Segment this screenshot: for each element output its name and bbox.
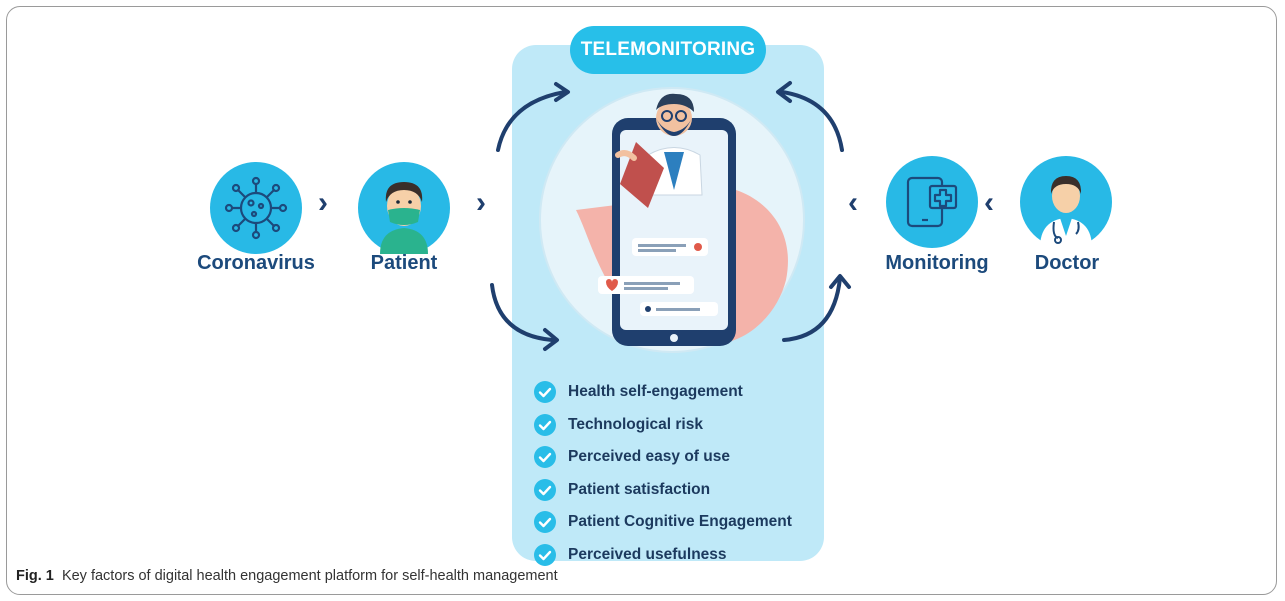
coronavirus-node xyxy=(210,162,302,254)
arrow-bottom-left xyxy=(490,283,554,342)
factor-label: Technological risk xyxy=(568,415,703,433)
doctor-node xyxy=(1020,156,1112,248)
factor-label: Perceived easy of use xyxy=(568,448,730,466)
caption-text: Key factors of digital health engagement… xyxy=(61,568,558,584)
chevron-right-icon: › xyxy=(318,186,328,219)
chevron-left-icon: ‹ xyxy=(848,186,858,219)
check-icon xyxy=(534,478,556,501)
factors-list: Health self-engagement Technological ris… xyxy=(530,376,830,571)
check-icon xyxy=(534,381,556,404)
phone-illustration xyxy=(539,87,805,353)
check-icon xyxy=(534,511,556,534)
factor-item: Health self-engagement xyxy=(530,376,830,409)
factor-item: Patient Cognitive Engagement xyxy=(530,506,830,539)
coronavirus-label: Coronavirus xyxy=(197,252,315,274)
figure-frame xyxy=(6,6,1277,595)
patient-label: Patient xyxy=(370,252,438,274)
figure-caption: Fig. 1 Key factors of digital health eng… xyxy=(16,568,558,584)
coronavirus-icon xyxy=(224,176,288,240)
arrow-top-right xyxy=(780,90,844,152)
check-icon xyxy=(534,446,556,469)
tablet-medical-icon xyxy=(906,176,958,228)
patient-node xyxy=(358,162,450,254)
monitoring-node xyxy=(886,156,978,248)
check-icon xyxy=(534,413,556,436)
factor-label: Patient satisfaction xyxy=(568,480,711,498)
caption-label: Fig. 1 xyxy=(16,568,54,584)
factor-label: Perceived usefulness xyxy=(568,545,727,563)
factor-label: Health self-engagement xyxy=(568,383,743,401)
factor-item: Perceived usefulness xyxy=(530,539,830,572)
chevron-left-icon: ‹ xyxy=(984,186,994,219)
telemonitoring-title: TELEMONITORING xyxy=(570,26,766,74)
monitoring-label: Monitoring xyxy=(885,252,989,274)
factor-item: Technological risk xyxy=(530,409,830,442)
factor-label: Patient Cognitive Engagement xyxy=(568,513,792,531)
check-icon xyxy=(534,543,556,566)
doctor-icon xyxy=(1040,176,1092,248)
chevron-right-icon: › xyxy=(476,186,486,219)
factor-item: Patient satisfaction xyxy=(530,474,830,507)
arrow-top-left xyxy=(496,90,567,152)
arrow-bottom-right xyxy=(782,276,842,342)
doctor-label: Doctor xyxy=(1034,252,1100,274)
factor-item: Perceived easy of use xyxy=(530,441,830,474)
masked-patient-icon xyxy=(380,182,428,254)
